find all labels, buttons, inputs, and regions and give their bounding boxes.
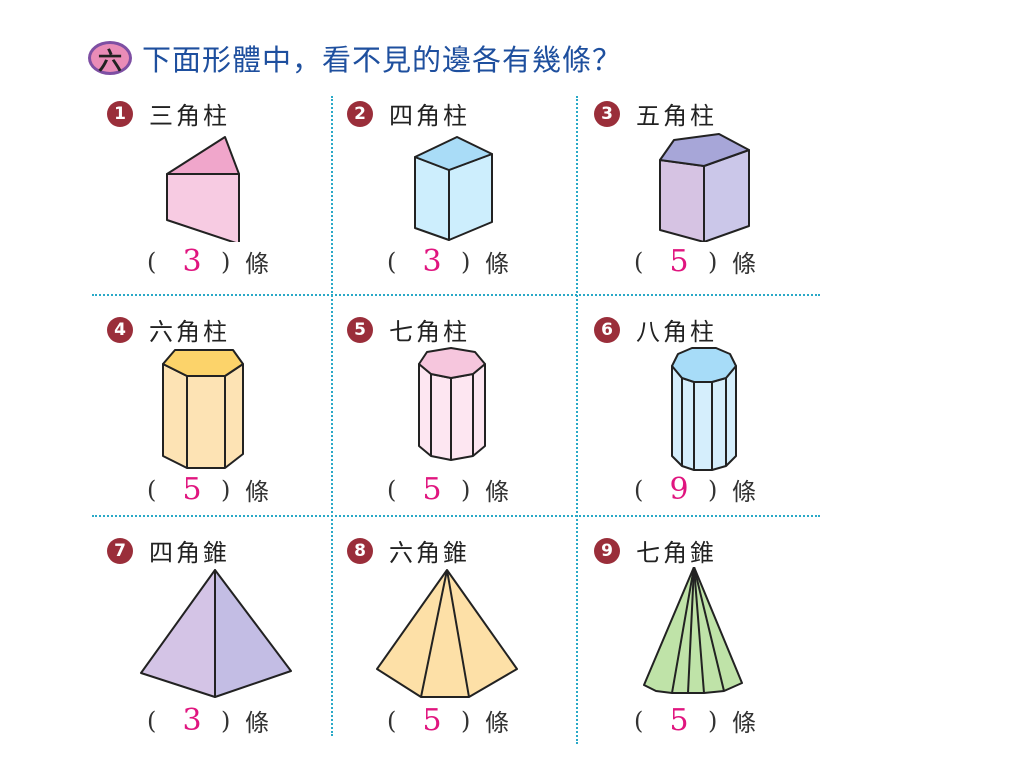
square-pyramid-shape: [140, 569, 292, 698]
divider-vertical-1: [331, 96, 333, 736]
answer-9: ( 5 ) 條: [634, 703, 756, 738]
problem-5: 5 七角柱 ( 5 ) 條: [347, 312, 592, 534]
answer-8: ( 5 ) 條: [387, 703, 509, 738]
hexagonal-prism-shape: [162, 349, 244, 469]
shape-name: 八角柱: [636, 318, 717, 346]
prism-front-face: [659, 159, 705, 242]
prism-top-face: [418, 347, 486, 379]
prism-top-face: [659, 133, 750, 167]
page-title: 六 下面形體中，看不見的邊各有幾條？: [88, 36, 622, 80]
shape-name: 七角錐: [636, 539, 717, 567]
prism-front-face: [166, 173, 240, 242]
triangular-prism-shape: [166, 136, 240, 242]
prism-body: [162, 363, 244, 469]
answer-value: 5: [422, 472, 442, 507]
shape-name: 五角柱: [636, 102, 717, 130]
answer-1: ( 3 ) 條: [147, 244, 269, 279]
number-badge: 3: [594, 100, 620, 127]
number-badge: 9: [594, 537, 620, 564]
prism-top-face: [166, 136, 240, 175]
shape-name: 六角柱: [149, 318, 230, 346]
answer-value: 5: [669, 244, 689, 279]
prism-top-face: [162, 349, 244, 377]
octagonal-prism-shape: [671, 347, 737, 471]
heptagonal-prism-shape: [418, 347, 486, 461]
hexagonal-pyramid-shape: [376, 569, 518, 698]
section-badge: 六: [88, 41, 132, 75]
problem-3: 3 五角柱 ( 5 ) 條: [594, 96, 839, 318]
number-badge: 1: [107, 100, 133, 127]
divider-horizontal-1: [92, 294, 820, 296]
answer-value: 5: [669, 703, 689, 738]
pentagonal-prism-shape: [659, 133, 750, 242]
square-prism-shape: [414, 136, 493, 241]
number-badge: 7: [107, 537, 133, 564]
divider-horizontal-2: [92, 515, 820, 517]
pyramid-body: [376, 569, 518, 698]
number-badge: 5: [347, 316, 373, 343]
shape-name: 四角錐: [149, 539, 230, 567]
answer-7: ( 3 ) 條: [147, 703, 269, 738]
answer-value: 5: [422, 703, 442, 738]
heptagonal-pyramid-shape: [643, 567, 743, 694]
pyramid-right-face: [214, 569, 292, 698]
problem-1: 1 三角柱 ( 3 ) 條: [107, 96, 352, 318]
shape-name: 六角錐: [389, 539, 470, 567]
divider-vertical-2: [576, 96, 578, 744]
problem-8: 8 六角錐 ( 5 ) 條: [347, 533, 592, 755]
problem-4: 4 六角柱 ( 5 ) 條: [107, 312, 352, 534]
title-text: 下面形體中，看不見的邊各有幾條？: [142, 43, 623, 77]
answer-6: ( 9 ) 條: [634, 472, 756, 507]
answer-4: ( 5 ) 條: [147, 472, 269, 507]
problem-2: 2 四角柱 ( 3 ) 條: [347, 96, 592, 318]
prism-top-face: [414, 136, 493, 171]
shape-name: 三角柱: [149, 102, 230, 130]
problem-9: 9 七角錐 ( 5 ) 條: [594, 533, 839, 755]
prism-top-face: [671, 347, 737, 383]
answer-5: ( 5 ) 條: [387, 472, 509, 507]
shape-name: 四角柱: [389, 102, 470, 130]
problem-7: 7 四角錐 ( 3 ) 條: [107, 533, 352, 755]
answer-3: ( 5 ) 條: [634, 244, 756, 279]
prism-front-face: [414, 156, 450, 241]
answer-value: 5: [182, 472, 202, 507]
number-badge: 8: [347, 537, 373, 564]
number-badge: 6: [594, 316, 620, 343]
number-badge: 2: [347, 100, 373, 127]
problem-6: 6 八角柱 ( 9 ) 條: [594, 312, 839, 534]
answer-value: 3: [182, 703, 202, 738]
answer-value: 3: [182, 244, 202, 279]
shape-name: 七角柱: [389, 318, 470, 346]
number-badge: 4: [107, 316, 133, 343]
pyramid-left-face: [140, 569, 216, 698]
answer-value: 9: [669, 472, 689, 507]
answer-2: ( 3 ) 條: [387, 244, 509, 279]
answer-value: 3: [422, 244, 442, 279]
